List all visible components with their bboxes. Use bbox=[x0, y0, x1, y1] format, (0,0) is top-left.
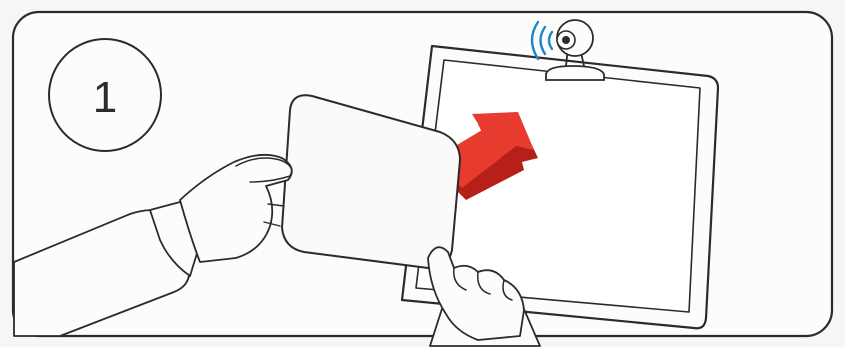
step-number: 1 bbox=[93, 73, 117, 122]
webcam-lens bbox=[562, 36, 570, 44]
webcam-base bbox=[546, 66, 604, 80]
